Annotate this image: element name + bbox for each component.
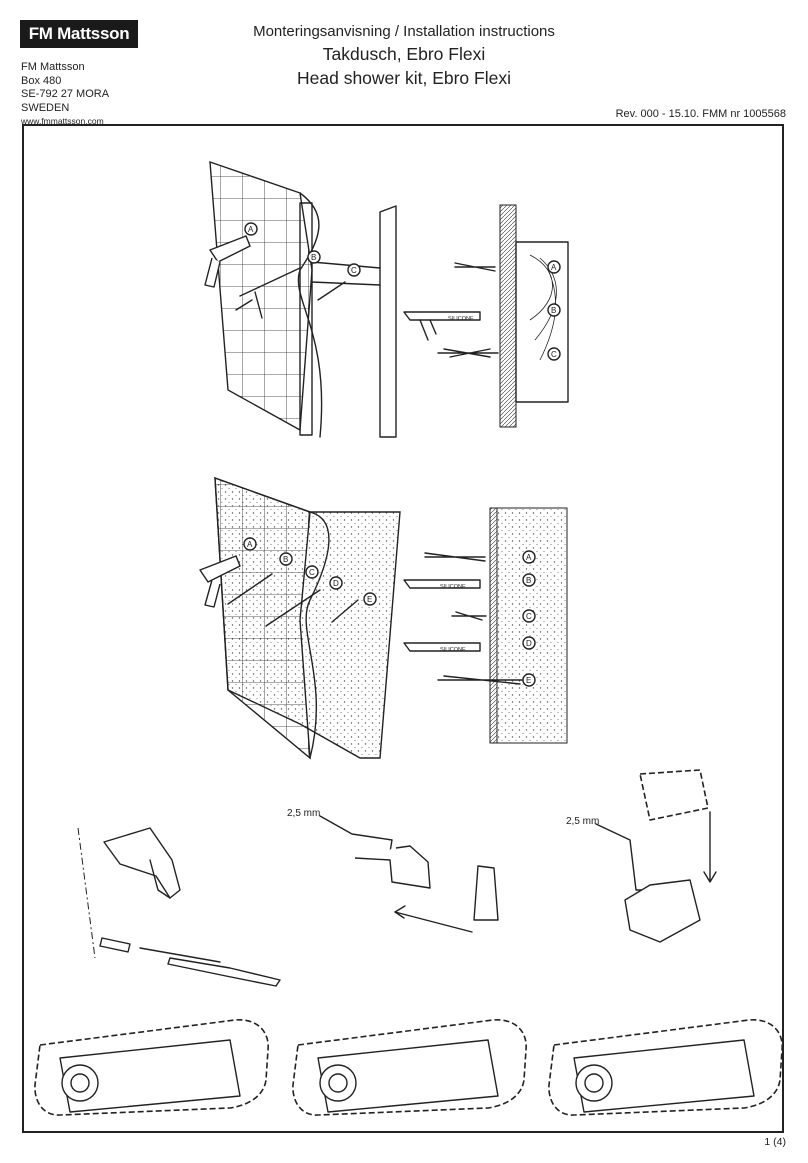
address-postal: SE-792 27 MORA [21, 88, 110, 100]
tiled-wall [209, 160, 313, 432]
step2-detail-a: A [526, 553, 532, 562]
drill-handle-2 [204, 579, 221, 608]
step1-label-b: B [311, 253, 316, 262]
illustration-frame [22, 124, 784, 1133]
step2-labels: A B C D E [243, 537, 377, 606]
address-box: Box 480 [21, 74, 62, 87]
drill-bit-a [454, 262, 496, 272]
step2-detail-d: D [526, 639, 532, 648]
crossbar [311, 261, 381, 286]
label-bubble-c [347, 263, 361, 277]
shower-bracket [354, 845, 431, 889]
step2-label-d: D [333, 579, 339, 588]
shower-bar-3 [548, 1019, 783, 1116]
brand-logo: FM Mattsson [20, 20, 138, 48]
silicone-tube-2d [403, 642, 481, 652]
screwdriver-3 [167, 957, 281, 987]
label-bubble-b [307, 250, 321, 264]
silicone-tube [403, 311, 481, 321]
step2-wall-scene [199, 476, 401, 760]
company-address: FM Mattsson Box 480 SE-792 27 MORA SWEDE… [21, 61, 109, 129]
caulk-guns-2 [227, 573, 321, 627]
silicone-tube-2b [403, 579, 481, 589]
step1-wall-scene [204, 160, 397, 438]
tile-layer-1 [499, 204, 517, 428]
label-bubble-a [244, 222, 258, 236]
wall-plug-3 [99, 937, 131, 953]
step1-detail-a: A [551, 263, 557, 272]
step3-drill-and-plug [77, 827, 281, 987]
step2-detail-e: E [526, 676, 531, 685]
silicone-label-1: SILICONE [448, 316, 474, 322]
step1-labels: A B C [244, 222, 361, 277]
address-company: FM Mattsson [21, 61, 85, 73]
drill-body-2 [199, 555, 241, 583]
dashed-valve-outline [639, 769, 709, 821]
screw-e [437, 675, 531, 685]
concrete-section [496, 507, 568, 744]
step1-detail-c: C [551, 350, 557, 359]
screw-c [437, 348, 499, 358]
wall-curved-edge [297, 192, 323, 438]
arrow-head [394, 905, 406, 919]
silicone-label-2: SILICONE [440, 584, 466, 590]
step2-detail-b: B [526, 576, 531, 585]
caulk-gun-trigger [419, 319, 437, 341]
document-title: Monteringsanvisning / Installation instr… [200, 22, 608, 90]
step1-detail-b: B [551, 306, 556, 315]
drill-body-3 [103, 827, 181, 899]
title-line-1: Monteringsanvisning / Installation instr… [253, 23, 555, 40]
address-country: SWEDEN [21, 101, 70, 114]
hex-key-1 [319, 815, 393, 853]
step2-label-b: B [283, 555, 288, 564]
center-line [77, 827, 96, 959]
step2-detail: SILICONE SILICONE A B C D E [403, 507, 568, 744]
address-website[interactable]: www.fmmattsson.com [21, 116, 104, 126]
step1-label-a: A [248, 225, 254, 234]
step2-detail-c: C [526, 612, 532, 621]
caulk-gun-1 [235, 267, 301, 319]
drill-body-1 [209, 235, 251, 263]
step3-valve-assembly: 2,5 mm [566, 769, 717, 943]
screwdriver-2 [331, 599, 359, 623]
silicone-label-3: SILICONE [440, 647, 466, 653]
drill-handle-1 [204, 257, 221, 288]
step3-mount-assembly: 2,5 mm [287, 808, 499, 933]
step2-label-c: C [309, 568, 315, 577]
title-line-2: Takdusch, Ebro Flexi [322, 44, 486, 64]
valve-body [624, 879, 701, 943]
step1-detail: SILICONE A B C [403, 204, 569, 428]
hex-key-2 [595, 823, 649, 891]
shower-bar-2 [292, 1019, 527, 1116]
connector-nipple [473, 865, 499, 921]
tiled-wall-2 [214, 476, 311, 760]
wall-plug-c [451, 611, 487, 621]
revision-number: Rev. 000 - 15.10. FMM nr 1005568 [615, 108, 786, 120]
step2-label-a: A [247, 540, 253, 549]
drill-bit-2a [424, 552, 486, 562]
screw-3 [139, 947, 221, 963]
arrow-line [394, 911, 473, 933]
tile-layer-2 [489, 507, 498, 744]
wall-curved-edge-2 [305, 511, 330, 759]
step2-label-e: E [367, 595, 372, 604]
shower-bar-1 [34, 1019, 269, 1116]
hex-key-size-1: 2,5 mm [287, 808, 320, 819]
step1-label-c: C [351, 266, 357, 275]
wood-stud-right [379, 205, 397, 438]
hex-key-size-2: 2,5 mm [566, 816, 599, 827]
screwdriver-1 [317, 281, 346, 301]
title-line-3: Head shower kit, Ebro Flexi [297, 68, 511, 88]
page-number: 1 (4) [764, 1136, 786, 1148]
